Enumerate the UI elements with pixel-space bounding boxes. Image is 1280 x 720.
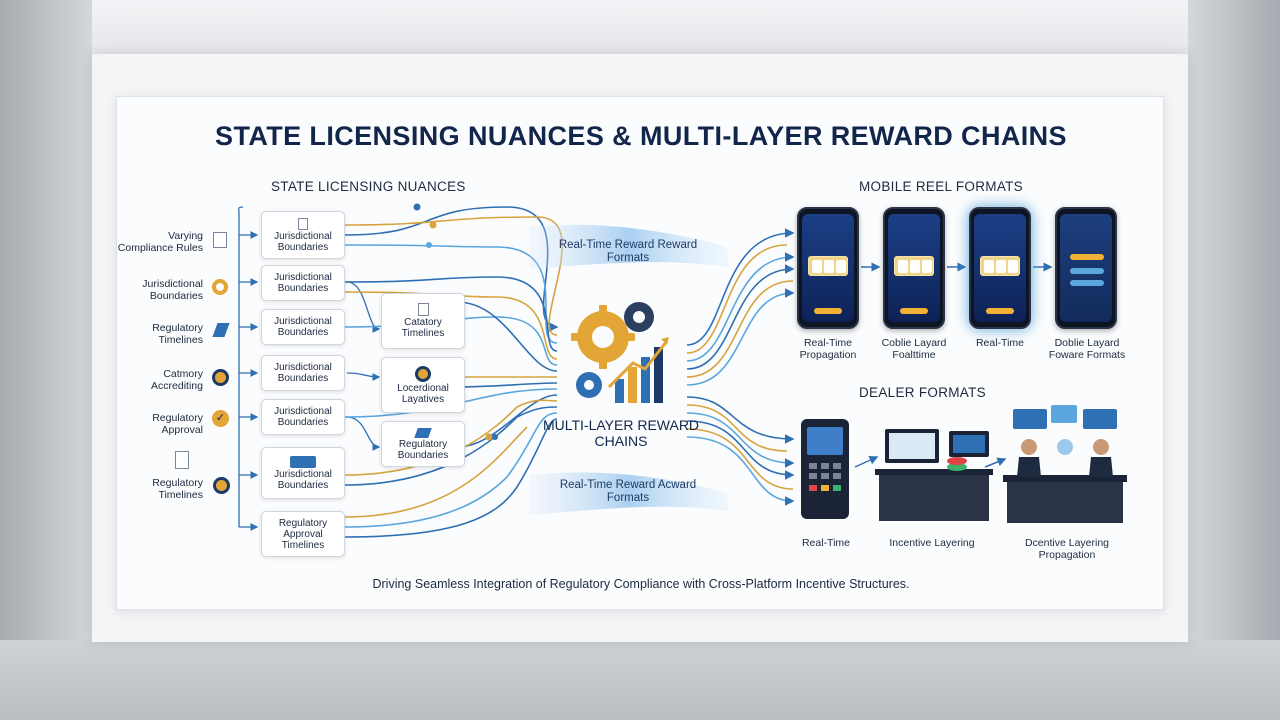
- jurisdiction-box: Jurisdictional Boundaries: [261, 211, 345, 259]
- card-terminal-icon: [801, 419, 849, 519]
- page-title: STATE LICENSING NUANCES & MULTI-LAYER RE…: [215, 121, 1067, 151]
- dealer-icon: [1003, 405, 1127, 523]
- footer-tagline: Driving Seamless Integration of Regulato…: [372, 577, 910, 591]
- section-heading-licensing: STATE LICENSING NUANCES: [271, 179, 466, 194]
- dealer-caption: Dcentive Layering Propagation: [1024, 537, 1110, 561]
- box-label: Jurisdictional Boundaries: [274, 406, 332, 428]
- seal-icon: [213, 477, 230, 494]
- mobile-caption: Real-Time Propagation: [799, 337, 857, 361]
- phone-icon: [969, 207, 1031, 329]
- side-wall-left: [0, 0, 92, 640]
- box-label: Jurisdictional Boundaries: [274, 362, 332, 384]
- box-label: Jurisdictional Boundaries: [274, 272, 332, 294]
- section-heading-mobile: MOBILE REEL FORMATS: [859, 179, 1023, 194]
- document-icon: [417, 303, 429, 316]
- box-label: Catatory Timelines: [401, 317, 445, 339]
- ceiling: [0, 0, 1280, 60]
- side-wall-right: [1188, 0, 1280, 640]
- floor: [0, 640, 1280, 720]
- jurisdiction-box: Jurisdictional Boundaries: [261, 265, 345, 301]
- approval-box: Regulatory Approval Timelines: [261, 511, 345, 557]
- gear-icon: [212, 279, 228, 295]
- band-label-top: Real-Time Reward Reward Formats: [558, 239, 698, 264]
- monitor-icon: [875, 429, 993, 521]
- jurisdiction-box: Jurisdictional Boundaries: [261, 309, 345, 345]
- left-label: Regulatory Approval: [152, 412, 203, 436]
- dealer-caption: Real-Time: [801, 537, 851, 549]
- left-label: Varying Compliance Rules: [117, 230, 203, 254]
- document-icon: [175, 451, 189, 469]
- section-heading-dealer: DEALER FORMATS: [859, 385, 986, 400]
- phone-icon: [883, 207, 945, 329]
- timelines-box: Catatory Timelines: [381, 293, 465, 349]
- seal-icon: [415, 365, 431, 382]
- mobile-caption: Doblie Layard Foware Formats: [1048, 337, 1126, 361]
- layatives-box: Locerdional Layatives: [381, 357, 465, 413]
- mobile-caption: Real-Time: [975, 337, 1025, 349]
- jurisdiction-box: Jurisdictional Boundaries: [261, 447, 345, 499]
- regulatory-box: Regulatory Boundaries: [381, 421, 465, 467]
- flow-lines: [238, 203, 1127, 538]
- document-icon: [298, 217, 308, 230]
- left-label: Regulatory Timelines: [152, 477, 203, 501]
- box-label: Regulatory Boundaries: [397, 438, 449, 461]
- gears-chart-icon: [571, 302, 669, 403]
- phone-icon: [797, 207, 859, 329]
- seal-icon: [212, 369, 229, 386]
- mobile-caption: Coblie Layard Foalttime: [881, 337, 947, 361]
- jurisdiction-box: Jurisdictional Boundaries: [261, 399, 345, 435]
- diagram-board: STATE LICENSING NUANCES & MULTI-LAYER RE…: [116, 96, 1164, 610]
- box-label: Regulatory Approval Timelines: [278, 517, 328, 551]
- band-label-bottom: Real-Time Reward Acward Formats: [559, 479, 697, 504]
- box-label: Jurisdictional Boundaries: [274, 230, 332, 253]
- box-label: Locerdional Layatives: [397, 382, 449, 405]
- box-label: Jurisdictional Boundaries: [274, 316, 332, 338]
- phone-icon: [1055, 207, 1117, 329]
- checkmark-icon: ✓: [212, 410, 229, 427]
- pen-icon: [414, 427, 432, 438]
- jurisdiction-box: Jurisdictional Boundaries: [261, 355, 345, 391]
- box-label: Jurisdictional Boundaries: [274, 468, 332, 491]
- left-label: Regulatory Timelines: [152, 322, 203, 346]
- hub-label: MULTI-LAYER REWARD CHAINS: [542, 417, 700, 449]
- dealer-caption: Incentive Layering: [889, 537, 975, 549]
- left-label: Catmory Accrediting: [151, 368, 203, 392]
- document-icon: [290, 455, 316, 468]
- document-icon: [213, 232, 227, 248]
- left-label: Jurisdictional Boundaries: [142, 278, 203, 302]
